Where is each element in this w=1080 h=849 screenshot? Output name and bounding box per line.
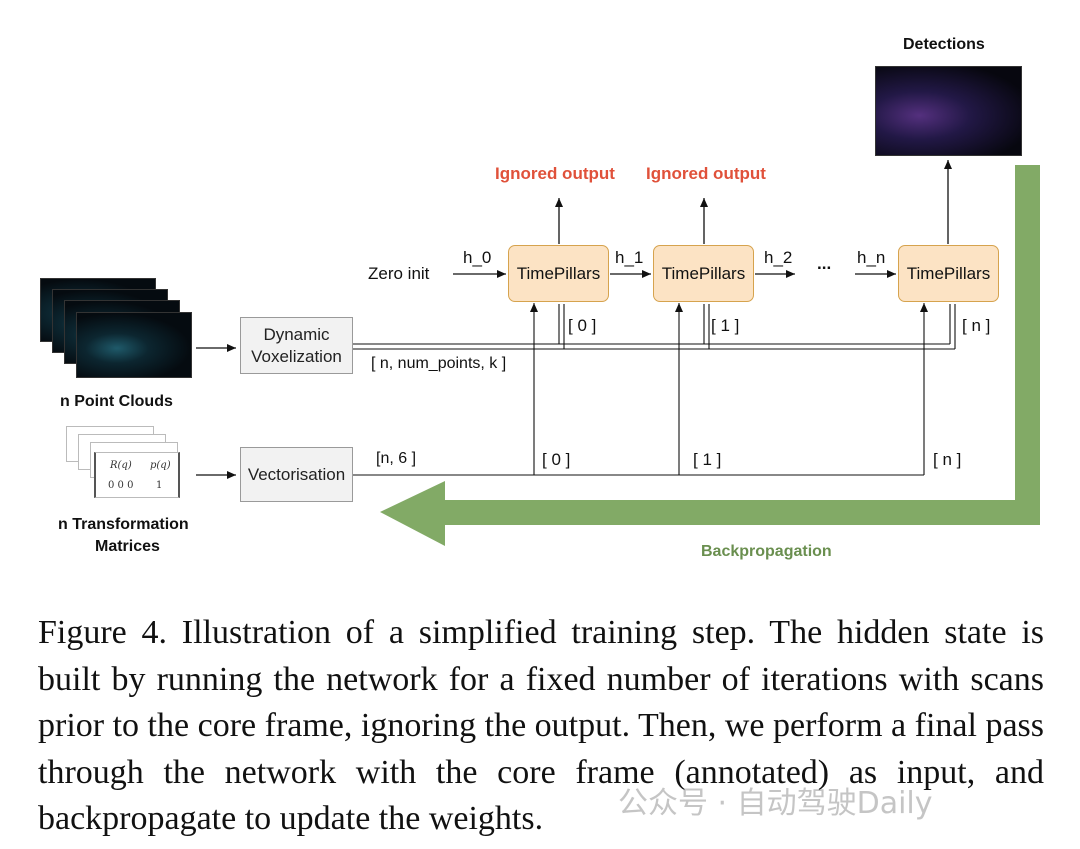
hidden-state-hn: h_n xyxy=(857,248,886,267)
index-top-0: [ 0 ] xyxy=(568,316,597,335)
voxel-bus xyxy=(353,304,956,350)
backpropagation-arrow xyxy=(380,165,1040,546)
index-bottom-n: [ n ] xyxy=(933,450,962,469)
backpropagation-label: Backpropagation xyxy=(701,543,832,560)
index-top-1: [ 1 ] xyxy=(711,316,740,335)
dynamic-voxelization-block: Dynamic Voxelization xyxy=(240,317,353,374)
index-bottom-1: [ 1 ] xyxy=(693,450,722,469)
matrix-card-front: R(q) p(q) 0 0 0 1 xyxy=(94,452,180,498)
point-cloud-image-4 xyxy=(76,312,192,378)
detections-label: Detections xyxy=(903,36,985,53)
vectorisation-block: Vectorisation xyxy=(240,447,353,502)
point-clouds-label: n Point Clouds xyxy=(60,393,173,410)
matrix-one: 1 xyxy=(156,480,163,491)
hidden-state-h1: h_1 xyxy=(615,248,644,267)
detections-image xyxy=(875,66,1022,156)
figure-caption: Figure 4. Illustration of a simplified t… xyxy=(38,614,1044,837)
ignored-output-label-2: Ignored output xyxy=(646,164,766,183)
transformation-matrices-label-line-2: Matrices xyxy=(95,538,160,555)
zero-init-label: Zero init xyxy=(368,264,430,283)
watermark-text: 公众号 · 自动驾驶Daily xyxy=(618,786,933,821)
timepillars-block-n: TimePillars xyxy=(898,245,999,302)
dynamic-voxelization-line-1: Dynamic xyxy=(263,324,330,344)
index-top-n: [ n ] xyxy=(962,316,991,335)
timepillars-block-1: TimePillars xyxy=(508,245,609,302)
dynamic-voxelization-line-2: Voxelization xyxy=(251,346,342,366)
vector-shape-label: [n, 6 ] xyxy=(376,450,417,467)
hidden-state-h2: h_2 xyxy=(764,248,793,267)
matrix-zeros: 0 0 0 xyxy=(108,480,134,491)
matrix-rq: R(q) xyxy=(110,460,132,471)
voxel-shape-label: [ n, num_points, k ] xyxy=(371,355,507,372)
ellipsis: ... xyxy=(817,254,832,273)
index-bottom-0: [ 0 ] xyxy=(542,450,571,469)
hidden-state-h0: h_0 xyxy=(463,248,492,267)
ignored-output-label-1: Ignored output xyxy=(495,164,615,183)
timepillars-block-2: TimePillars xyxy=(653,245,754,302)
transformation-matrices-label-line-1: n Transformation xyxy=(58,516,189,533)
matrix-pq: p(q) xyxy=(150,460,171,471)
